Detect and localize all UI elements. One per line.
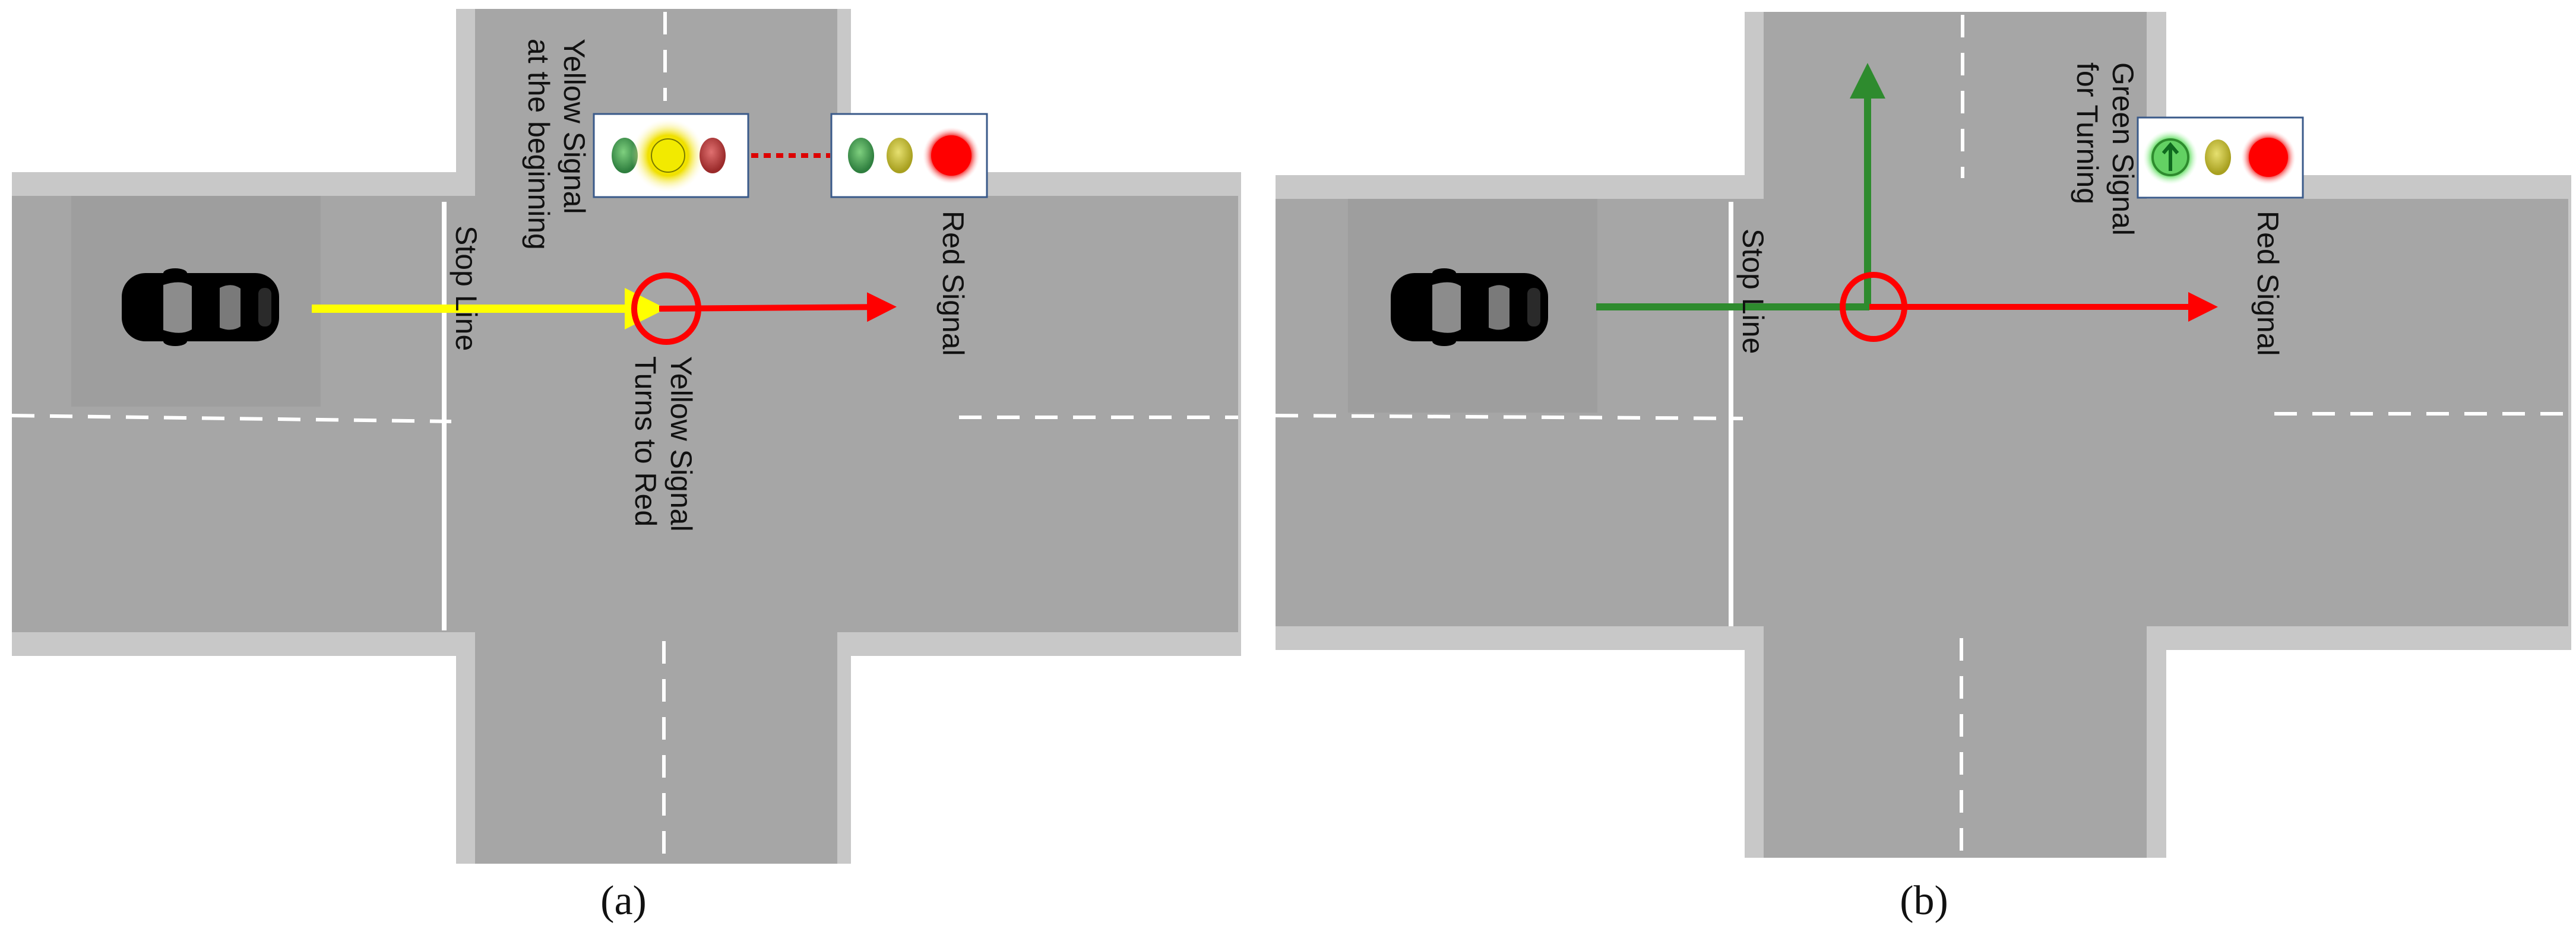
caption-a: (a)	[600, 878, 647, 924]
car-icon	[1391, 268, 1548, 346]
road-vertical	[1764, 12, 2147, 858]
lane-marking-left	[1275, 414, 1743, 420]
label-yellow-signal-beginning: Yellow Signal at the beginning	[522, 39, 591, 250]
red-path-arrow	[659, 292, 897, 322]
label-green-signal-turning: Green Signal for Turning	[2071, 62, 2140, 244]
conflict-circle-icon	[631, 272, 701, 345]
label-red-signal: Red Signal	[936, 211, 970, 356]
conflict-circle-icon	[1840, 272, 1907, 342]
arrow-icon	[2162, 142, 2179, 171]
label-yellow-turns-red: Yellow Signal Turns to Red	[629, 356, 698, 540]
traffic-light-icon	[2137, 116, 2304, 199]
caption-b: (b)	[1900, 878, 1948, 924]
label-stop-line: Stop Line	[1736, 229, 1770, 354]
panel-a: Yellow Signal at the beginning Stop Line…	[11, 9, 1241, 924]
traffic-light-icon	[593, 113, 749, 198]
label-red-signal: Red Signal	[2251, 211, 2284, 356]
car-icon	[122, 268, 279, 346]
panel-b: Green Signal for Turning Stop Line Red S…	[1275, 12, 2571, 924]
traffic-light-icon	[830, 113, 988, 198]
label-stop-line: Stop Line	[450, 226, 483, 351]
